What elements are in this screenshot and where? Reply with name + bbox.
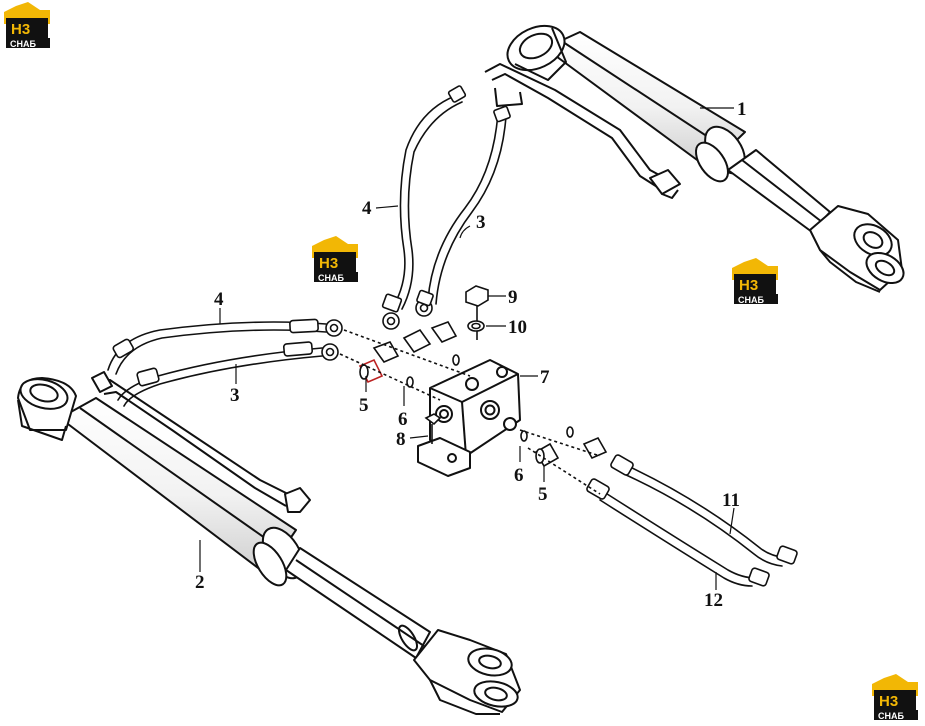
logo-caption: СНАБ [10,39,36,49]
logo-center-right: H3 СНАБ [732,258,778,305]
logo-center-left: H3 СНАБ [312,236,358,283]
logo-caption: СНАБ [878,711,904,721]
callout-5-lower: 5 [538,484,548,505]
callout-4-lower: 4 [214,289,224,310]
logo-mark: H3 [739,277,758,294]
hydraulic-cylinder-1 [484,24,905,293]
logo-caption: СНАБ [318,273,344,283]
callout-7: 7 [540,367,550,388]
logo-mark: H3 [11,21,30,38]
callout-3-upper: 3 [476,212,486,233]
callout-3-lower: 3 [230,385,240,406]
hydraulic-cylinder-2 [17,371,521,715]
callout-1: 1 [737,99,747,120]
hoses [107,85,798,587]
callout-12: 12 [704,590,723,611]
callout-4-upper: 4 [362,198,372,219]
callout-10: 10 [508,317,527,338]
small-parts [339,285,608,495]
callout-labels: 1 2 3 3 4 4 5 5 6 6 7 8 9 10 11 12 [195,99,747,611]
callout-11: 11 [722,490,740,511]
callout-2: 2 [195,572,205,593]
leader-lines [199,107,735,590]
logo-caption: СНАБ [738,295,764,305]
callout-5-upper: 5 [359,395,369,416]
callout-6-upper: 6 [398,409,408,430]
callout-6-lower: 6 [514,465,524,486]
logo-top-left: H3 СНАБ [4,2,50,49]
logo-mark: H3 [879,693,898,710]
callout-9: 9 [508,287,518,308]
valve-block-7 [417,359,521,477]
logo-bottom-right: H3 СНАБ [872,674,918,721]
logo-mark: H3 [319,255,338,272]
callout-8: 8 [396,429,406,450]
